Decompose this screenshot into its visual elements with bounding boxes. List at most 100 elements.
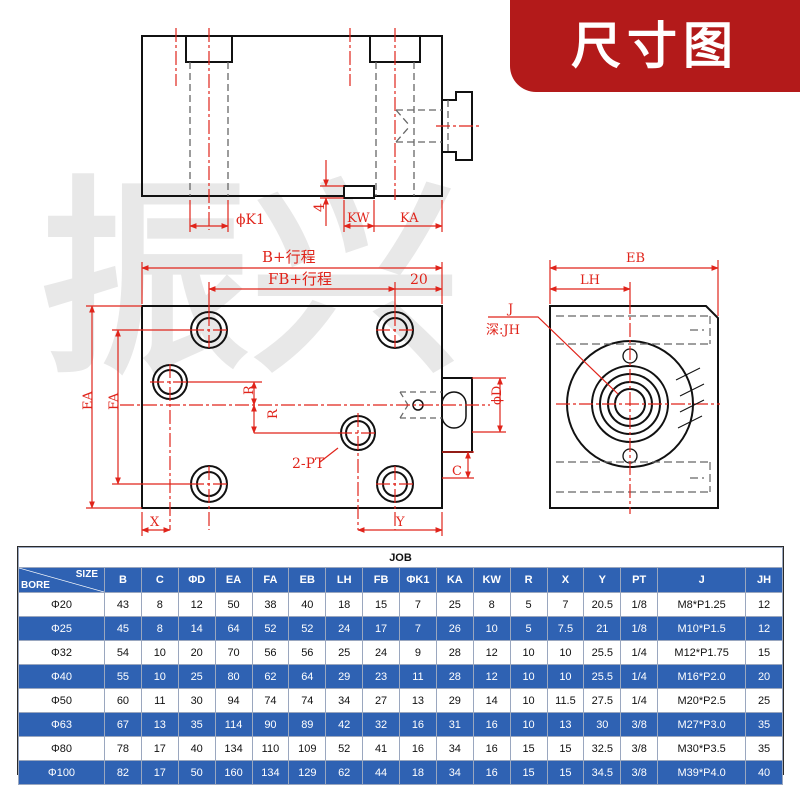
value-cell: 17 — [362, 616, 400, 641]
value-cell: 1/8 — [620, 616, 659, 641]
value-cell: 12 — [472, 640, 511, 665]
value-cell: M16*P2.0 — [657, 664, 747, 689]
value-cell: 29 — [435, 688, 474, 713]
side-view-dimensions — [488, 260, 719, 395]
side-view-centerlines — [556, 300, 720, 514]
value-cell: 16 — [399, 712, 437, 737]
front-view-centerlines — [120, 312, 490, 530]
value-cell: 18 — [399, 760, 437, 785]
value-cell: M8*P1.25 — [657, 592, 747, 617]
column-header: Y — [583, 567, 622, 593]
column-header: LH — [325, 567, 364, 593]
label-kw: KW — [347, 211, 370, 226]
value-cell: 7 — [399, 616, 437, 641]
label-fa: FA — [107, 392, 122, 410]
label-r-lower: R — [266, 408, 281, 419]
value-cell: 15 — [509, 736, 548, 761]
label-b-stroke: B+行程 — [262, 248, 316, 266]
value-cell: 16 — [399, 736, 437, 761]
value-cell: 94 — [214, 688, 253, 713]
value-cell: 25 — [745, 688, 783, 713]
value-cell: 109 — [288, 736, 327, 761]
value-cell: 8 — [140, 616, 179, 641]
top-view-hidden-lines — [189, 62, 449, 196]
top-view-centerlines — [175, 28, 480, 230]
dimension-drawing: ϕK1 4 KW KA — [81, 28, 720, 536]
column-header: KW — [472, 567, 511, 593]
value-cell: 40 — [288, 592, 327, 617]
value-cell: 35 — [745, 736, 783, 761]
value-cell: 82 — [104, 760, 142, 785]
value-cell: 15 — [362, 592, 400, 617]
value-cell: 45 — [104, 616, 142, 641]
label-eb: EB — [626, 251, 645, 266]
value-cell: 23 — [362, 664, 400, 689]
value-cell: 89 — [288, 712, 327, 737]
side-view-hatch — [675, 367, 705, 429]
value-cell: 52 — [251, 616, 290, 641]
value-cell: 90 — [251, 712, 290, 737]
value-cell: 3/8 — [620, 712, 659, 737]
value-cell: 10 — [509, 664, 548, 689]
column-header: FB — [362, 567, 400, 593]
value-cell: 34 — [435, 760, 474, 785]
size-bore-header: SIZE BORE — [18, 567, 105, 593]
value-cell: 50 — [214, 592, 253, 617]
value-cell: 41 — [362, 736, 400, 761]
watermark: 振兴 — [40, 158, 461, 403]
value-cell: 16 — [472, 760, 511, 785]
value-cell: 13 — [399, 688, 437, 713]
value-cell: 74 — [251, 688, 290, 713]
column-header: B — [104, 567, 142, 593]
value-cell: 20 — [745, 664, 783, 689]
value-cell: M12*P1.75 — [657, 640, 747, 665]
value-cell: 15 — [509, 760, 548, 785]
value-cell: 26 — [435, 616, 474, 641]
value-cell: 21 — [583, 616, 622, 641]
value-cell: 56 — [251, 640, 290, 665]
value-cell: 10 — [509, 712, 548, 737]
value-cell: 80 — [214, 664, 253, 689]
value-cell: 16 — [472, 712, 511, 737]
front-view — [141, 305, 473, 509]
label-x: X — [150, 515, 160, 530]
value-cell: 17 — [140, 760, 179, 785]
value-cell: 25 — [435, 592, 474, 617]
value-cell: 3/8 — [620, 736, 659, 761]
value-cell: 110 — [251, 736, 290, 761]
value-cell: 38 — [251, 592, 290, 617]
value-cell: 10 — [509, 640, 548, 665]
value-cell: 32 — [362, 712, 400, 737]
label-20: 20 — [410, 272, 428, 288]
value-cell: 32.5 — [583, 736, 622, 761]
value-cell: 27 — [362, 688, 400, 713]
value-cell: 25.5 — [583, 640, 622, 665]
value-cell: 43 — [104, 592, 142, 617]
bore-cell: Φ25 — [18, 616, 105, 641]
value-cell: 3/8 — [620, 760, 659, 785]
bore-cell: Φ100 — [18, 760, 105, 785]
label-y: Y — [395, 515, 405, 530]
front-view-hidden-lines — [399, 391, 442, 419]
column-header: FA — [251, 567, 290, 593]
value-cell: 18 — [325, 592, 364, 617]
value-cell: 30 — [177, 688, 216, 713]
column-header: KA — [435, 567, 474, 593]
value-cell: 44 — [362, 760, 400, 785]
column-header: JH — [745, 567, 783, 593]
value-cell: 10 — [546, 640, 585, 665]
column-header: R — [509, 567, 548, 593]
column-header: PT — [620, 567, 659, 593]
top-view-dimensions — [189, 160, 443, 232]
value-cell: 25 — [325, 640, 364, 665]
value-cell: 34 — [325, 688, 364, 713]
value-cell: 11 — [140, 688, 179, 713]
label-k1: ϕK1 — [236, 212, 265, 228]
value-cell: 27.5 — [583, 688, 622, 713]
value-cell: 9 — [399, 640, 437, 665]
value-cell: 29 — [325, 664, 364, 689]
value-cell: 5 — [509, 616, 548, 641]
bore-cell: Φ50 — [18, 688, 105, 713]
